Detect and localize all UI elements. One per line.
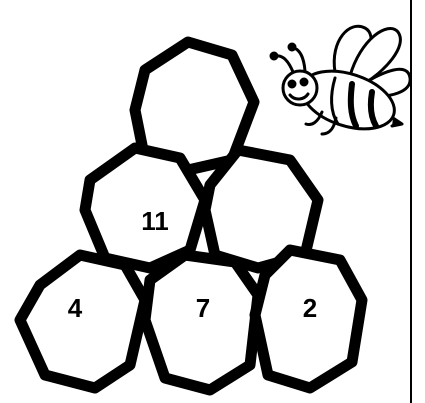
- cell-bottom-middle-number: 7: [196, 293, 210, 323]
- bee-icon: [271, 26, 410, 139]
- cell-bottom-right-number: 2: [303, 293, 317, 323]
- cell-bottom-left-number: 4: [68, 293, 83, 323]
- cell-bottom-left[interactable]: [20, 255, 145, 388]
- cell-middle-left-number: 11: [141, 206, 169, 236]
